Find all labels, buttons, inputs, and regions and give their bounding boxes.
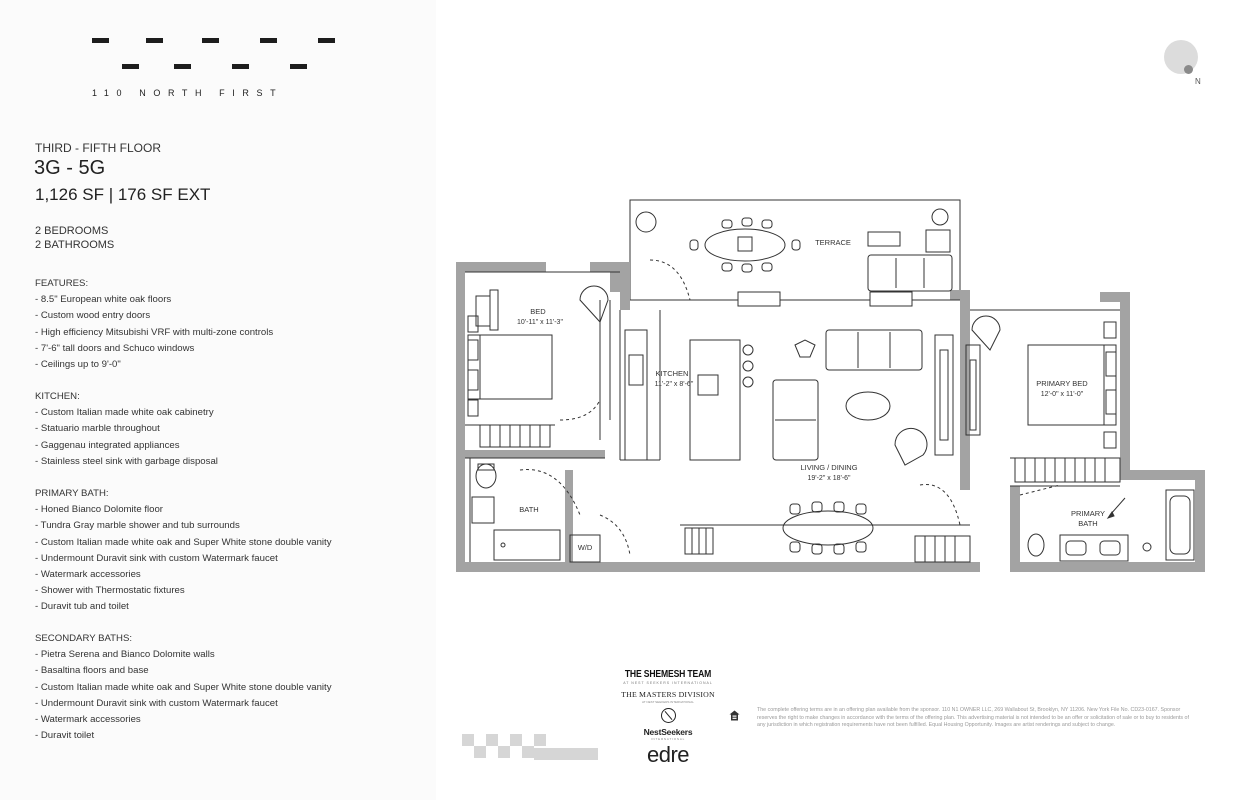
label-kitchen: KITCHEN — [656, 369, 689, 378]
info-panel: 110 NORTH FIRST THIRD - FIFTH FLOOR 3G -… — [0, 0, 436, 800]
masters-division-sub: AT NEST SEEKERS INTERNATIONAL — [642, 700, 694, 704]
label-wd: W/D — [578, 543, 593, 552]
unit-number: 3G - 5G — [34, 157, 106, 179]
bathroom-count: 2 BATHROOMS — [35, 239, 115, 251]
label-living-dim: 19'-2" x 18'-6" — [807, 475, 851, 482]
feature-item: - Ceilings up to 9'-0" — [35, 359, 121, 371]
primary-bath-section: PRIMARY BATH: - Honed Bianco Dolomite fl… — [35, 486, 430, 616]
primary-bath-item: - Honed Bianco Dolomite floor — [35, 504, 163, 516]
floor-label: THIRD - FIFTH FLOOR — [35, 141, 161, 155]
nest-seekers-icon — [660, 708, 676, 723]
secondary-bath-item: - Duravit toilet — [35, 730, 95, 742]
label-bed-dim: 10'-11" x 11'-3" — [517, 319, 563, 326]
features-section: FEATURES: - 8.5" European white oak floo… — [35, 276, 430, 373]
kitchen-section: KITCHEN: - Custom Italian made white oak… — [35, 389, 430, 470]
primary-bath-item: - Duravit tub and toilet — [35, 601, 129, 613]
label-primary-bed-dim: 12'-0" x 11'-0" — [1041, 391, 1084, 398]
label-primary-bath-1: PRIMARY — [1071, 509, 1105, 518]
edre-logo: edre — [646, 742, 690, 767]
broker-logos: THE SHEMESH TEAM AT NEST SEEKERS INTERNA… — [608, 668, 728, 788]
primary-bath-item: - Tundra Gray marble shower and tub surr… — [35, 520, 240, 532]
north-compass: N — [1160, 38, 1210, 88]
sofa-main — [825, 329, 923, 371]
features-title: FEATURES: — [35, 278, 89, 289]
label-kitchen-dim: 11'-2" x 8'-6" — [655, 381, 694, 388]
unit-area: 1,126 SF | 176 SF EXT — [35, 185, 211, 204]
nest-seekers-logo: NestSeekers — [643, 727, 693, 737]
label-bed: BED — [530, 307, 546, 316]
kitchen-item: - Statuario marble throughout — [35, 423, 160, 435]
brand-name: 110 NORTH FIRST — [92, 88, 284, 98]
kitchen-island — [689, 339, 741, 461]
feature-item: - 8.5" European white oak floors — [35, 294, 172, 306]
sofa-side — [772, 379, 819, 461]
label-primary-bath-2: BATH — [1078, 519, 1097, 528]
secondary-baths-section: SECONDARY BATHS: - Pietra Serena and Bia… — [35, 631, 430, 744]
brand-logo — [92, 38, 342, 78]
shemesh-team-sub: AT NEST SEEKERS INTERNATIONAL — [623, 681, 713, 685]
primary-bath-item: - Watermark accessories — [35, 569, 141, 581]
secondary-bath-item: - Undermount Duravit sink with custom Wa… — [35, 697, 278, 709]
secondary-bath-item: - Pietra Serena and Bianco Dolomite wall… — [35, 649, 215, 661]
kitchen-item: - Gaggenau integrated appliances — [35, 439, 180, 451]
terrace-sofa — [867, 254, 953, 292]
primary-bath-item: - Shower with Thermostatic fixtures — [35, 585, 185, 597]
compass-dot — [1184, 65, 1193, 74]
coffee-table — [845, 391, 891, 421]
shemesh-team-logo: THE SHEMESH TEAM — [624, 668, 712, 680]
bed-secondary — [467, 334, 553, 400]
legal-disclaimer: The complete offering terms are in an of… — [757, 707, 1189, 729]
terrace-table — [704, 228, 786, 262]
label-bath: BATH — [519, 505, 538, 514]
feature-item: - 7'-6" tall doors and Schuco windows — [35, 342, 195, 354]
dining-table — [782, 510, 874, 546]
label-terrace: TERRACE — [815, 238, 851, 247]
label-primary-bed: PRIMARY BED — [1036, 379, 1088, 388]
bedroom-count: 2 BEDROOMS — [35, 225, 109, 237]
feature-item: - High efficiency Mitsubishi VRF with mu… — [35, 326, 274, 338]
primary-bath-item: - Custom Italian made white oak and Supe… — [35, 536, 332, 548]
secondary-baths-title: SECONDARY BATHS: — [35, 633, 133, 644]
equal-housing-icon — [729, 710, 740, 721]
secondary-bath-item: - Watermark accessories — [35, 714, 141, 726]
kitchen-title: KITCHEN: — [35, 391, 80, 402]
north-label: N — [1195, 77, 1201, 86]
masters-division-logo: THE MASTERS DIVISION — [621, 690, 715, 699]
nest-seekers-sub: INTERNATIONAL — [650, 737, 686, 741]
exterior-walls — [456, 262, 1205, 572]
kitchen-counter — [624, 329, 648, 461]
label-living: LIVING / DINING — [800, 463, 857, 472]
secondary-bath-item: - Custom Italian made white oak and Supe… — [35, 681, 332, 693]
room-count: 2 BEDROOMS 2 BATHROOMS — [35, 224, 114, 252]
primary-bath-item: - Undermount Duravit sink with custom Wa… — [35, 552, 278, 564]
kitchen-item: - Stainless steel sink with garbage disp… — [35, 455, 218, 467]
floor-plan: TERRACE BED 10'-11" x 11'-3" KITCHEN 11'… — [456, 199, 1205, 572]
feature-item: - Custom wood entry doors — [35, 310, 151, 322]
secondary-bath-item: - Basaltina floors and base — [35, 665, 149, 677]
checker-logo — [462, 734, 598, 760]
kitchen-item: - Custom Italian made white oak cabinetr… — [35, 407, 214, 419]
primary-bath-title: PRIMARY BATH: — [35, 488, 109, 499]
